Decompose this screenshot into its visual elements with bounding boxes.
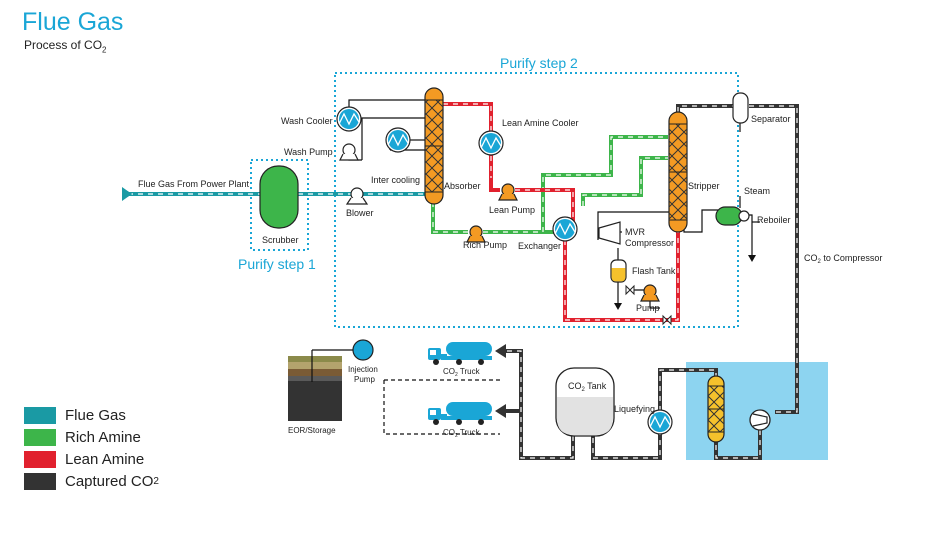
valve-icon	[625, 284, 672, 326]
legend-item-lean-amine: Lean Amine	[24, 448, 159, 470]
co2-tank-label: CO2 Tank	[568, 381, 607, 393]
legend-swatch	[24, 472, 56, 490]
reboiler-label: Reboiler	[757, 215, 791, 225]
lean-amine-cooler-label: Lean Amine Cooler	[502, 118, 579, 128]
truck-2-arrow	[495, 404, 506, 418]
separator-label: Separator	[751, 114, 791, 124]
purify-step-1-label: Purify step 1	[238, 256, 316, 272]
legend-label: Lean Amine	[65, 450, 145, 468]
stripper-column	[668, 111, 688, 233]
stripper-label: Stripper	[688, 181, 720, 191]
mvr-label-line-1: MVR	[625, 227, 646, 237]
refrigeration-compressor-icon	[749, 409, 771, 431]
exchanger-icon	[552, 216, 578, 242]
liquefaction-column	[707, 375, 725, 443]
thin-process-lines	[348, 99, 760, 309]
flue-gas-inlet-arrow	[122, 187, 132, 201]
steam-label: Steam	[744, 186, 770, 196]
liquefying-exchanger-icon	[647, 409, 673, 435]
flash-tank-vessel	[610, 259, 627, 283]
wash-cooler-icon	[336, 106, 362, 132]
captured-co2-line	[506, 104, 799, 460]
absorber-label: Absorber	[444, 181, 481, 191]
truck-icon	[428, 402, 492, 425]
reboiler-icon	[715, 206, 750, 226]
eor-storage-label: EOR/Storage	[288, 426, 336, 435]
separator-vessel	[732, 92, 749, 124]
purify-step-1-region	[250, 159, 309, 251]
flash-tank-label: Flash Tank	[632, 266, 676, 276]
wash-pump-icon	[339, 143, 359, 161]
mvr-label-line-2: Compressor	[625, 238, 674, 248]
steam-arrow	[748, 255, 756, 262]
eor-storage-ground-icon	[288, 349, 353, 421]
legend-item-flue-gas: Flue Gas	[24, 404, 159, 426]
lean-amine-cooler-icon	[478, 130, 504, 156]
lean-pump-icon	[498, 183, 518, 201]
inter-cooler-icon	[385, 127, 411, 153]
truck-icon	[428, 342, 492, 365]
inter-cooling-label: Inter cooling	[371, 175, 420, 185]
legend-label: Flue Gas	[65, 406, 126, 424]
flash-tank-outlet-arrow	[614, 303, 622, 310]
rich-pump-label: Rich Pump	[463, 240, 507, 250]
liquefying-label: Liquefying	[614, 404, 655, 414]
purify-step-2-label: Purify step 2	[500, 55, 578, 71]
exchanger-label: Exchanger	[518, 241, 561, 251]
co2-truck-2-label: CO2 Truck	[443, 428, 481, 439]
legend-label-subscript: 2	[153, 475, 159, 487]
legend: Flue Gas Rich Amine Lean Amine Captured …	[24, 404, 159, 492]
legend-swatch	[24, 406, 56, 424]
pump-label: Pump	[636, 303, 660, 313]
lean-pump-label: Lean Pump	[489, 205, 535, 215]
legend-label: Captured CO	[65, 472, 154, 490]
purify-step-2-region	[334, 72, 739, 328]
flue-gas-inlet-label: Flue Gas From Power Plant	[138, 179, 250, 189]
wash-pump-label: Wash Pump	[284, 147, 333, 157]
legend-label: Rich Amine	[65, 428, 141, 446]
rich-pump-icon	[466, 225, 486, 243]
legend-item-rich-amine: Rich Amine	[24, 426, 159, 448]
page-title: Flue Gas	[22, 8, 124, 36]
co2-truck-1-label: CO2 Truck	[443, 367, 481, 378]
blower-icon	[345, 187, 369, 205]
scrubber-label: Scrubber	[262, 235, 299, 245]
co2-tank-vessel	[555, 367, 615, 437]
injection-pump-label-line-2: Pump	[354, 375, 375, 384]
injection-pump-label-line-1: Injection	[348, 365, 378, 374]
flash-pump-icon	[640, 284, 660, 302]
subtitle-subscript: 2	[102, 45, 107, 55]
blower-label: Blower	[346, 208, 374, 218]
injection-pump-icon	[352, 339, 374, 361]
subtitle-text: Process of CO	[24, 38, 103, 52]
mvr-compressor-icon	[598, 221, 621, 245]
dashed-transport-lines	[383, 379, 500, 435]
legend-swatch	[24, 450, 56, 468]
legend-swatch	[24, 428, 56, 446]
page-subtitle: Process of CO2	[24, 38, 106, 54]
co2-to-compressor-label: CO2 to Compressor	[804, 253, 882, 265]
rich-amine-line	[431, 135, 668, 234]
truck-1-arrow	[495, 344, 506, 358]
scrubber-vessel	[259, 165, 299, 229]
absorber-column	[424, 87, 444, 205]
wash-cooler-label: Wash Cooler	[281, 116, 333, 126]
